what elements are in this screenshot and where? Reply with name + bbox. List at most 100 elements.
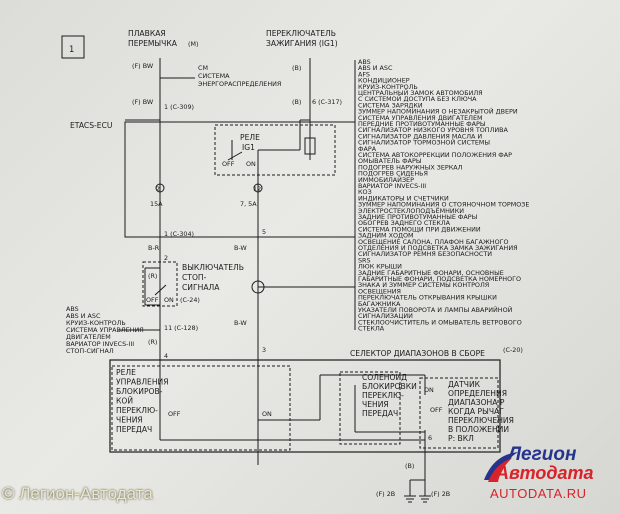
right-list-item: СИГНАЛИЗАТОР РЕМНЯ БЕЗОПАСНОСТИ [358,250,492,258]
connector-c309: 1 (C-309) [164,103,194,111]
wire-code-r2: (R) [148,338,157,346]
relay-block-line: РЕЛЕ [116,368,136,377]
sensor-line: ПЕРЕКЛЮЧЕНИЯ [448,416,514,425]
selector-title: СЕЛЕКТОР ДИАПАЗОНОВ В СБОРЕ [350,349,485,358]
right-list-item: КОЗ [358,188,372,196]
right-list-item: ЗНАКА И ЗУММЕР СИСТЕМЫ КОНТРОЛЯ [358,281,489,289]
right-list-item: ФАРА [358,145,377,153]
right-list-item: СИГНАЛИЗАТОР ТОРМОЗНОЙ СИСТЕМЫ [358,138,490,147]
relay-block-line: ПЕРЕДАЧ [116,425,152,434]
header-right-line1: ПЕРЕКЛЮЧАТЕЛЬ [266,29,336,38]
right-list-item: СИСТЕМА УПРАВЛЕНИЯ ДВИГАТЕЛЕМ [358,114,483,122]
right-list-item: ЦЕНТРАЛЬНЫЙ ЗАМОК АВТОМОБИЛЯ [358,88,483,97]
connector-c317: 6 (C-317) [312,98,342,106]
header-left-marker: (M) [188,40,199,48]
etacs-label: ETACS-ECU [70,121,112,130]
wire-code-b-mid: (B) [292,98,301,106]
right-list-item: ОБОГРЕВ ЗАДНЕГО СТЕКЛА [358,219,451,227]
right-list-item: ОСВЕЩЕНИЕ САЛОНА, ПЛАФОН БАГАЖНОГО [358,238,509,246]
connector-c20: (C-20) [503,346,523,354]
sensor-line: ДАТЧИК [448,380,481,389]
wire-code-bw1: B-W [234,244,247,252]
right-list-item: AFS [358,70,370,78]
right-list-item: ВАРИАТОР INVECS-III [358,182,426,190]
connector-pin5: 5 [262,228,266,236]
connector-pin3: 3 [262,346,266,354]
stop-switch-l1: ВЫКЛЮЧАТЕЛЬ [182,263,244,272]
right-list-item: ГАБАРИТНЫЕ ФОНАРИ, ПОДСВЕТКА НОМЕРНОГО [358,275,521,283]
fuse-2-marker [155,183,165,193]
relay-block-off: OFF [168,410,181,418]
sensor-line: В ПОЛОЖЕНИИ [448,425,509,434]
wire-code-f-bw-mid: (F) BW [132,98,154,106]
connector-c304: 1 (C-304) [164,230,194,238]
connector-pin6: 6 [428,434,432,442]
wire-code-r1: (R) [148,272,157,280]
sensor-on: ON [424,386,434,394]
sensor-line: ОПРЕДЕЛЕНИЯ [448,389,507,398]
right-list-item: ЗАДНИЕ ГАБАРИТНЫЕ ФОНАРИ, ОСНОВНЫЕ [358,269,504,277]
ground-code-1: (F) 2B [376,490,395,498]
solenoid-line: ПЕРЕДАЧ [362,409,398,418]
solenoid-line: ЧЕНИЯ [362,400,389,409]
right-list-item: SRS [358,256,371,264]
relay-coil [304,137,316,155]
sensor-line: ДИАПАЗОНА P [448,398,505,407]
stop-switch-contact [154,284,167,296]
right-list-item: ОМЫВАТЕЛЬ ФАРЫ [358,157,422,165]
header-left-line2: ПЕРЕМЫЧКА [128,39,178,48]
right-list-item: ЛЮК КРЫШИ [358,263,402,271]
right-list-item: ОСВЕЩЕНИЯ [358,287,401,295]
right-list-item: СТЕКЛООЧИСТИТЕЛЬ И ОМЫВАТЕЛЬ ВЕТРОВОГО [358,318,522,326]
sensor-line: КОГДА РЫЧАГ [448,407,504,416]
connector-pin2: 2 [164,254,168,262]
right-list-item: ИММОБИЛАЙЗЕР [358,175,414,184]
right-list-item: КОНДИЦИОНЕР [358,77,410,85]
logo-line1: Легион [508,444,577,465]
right-list-item: ЗУММЕР НАПОМИНАНИЯ О СТОЯНОЧНОМ ТОРМОЗЕ [358,201,529,209]
stop-switch-off: OFF [146,296,159,304]
relay-block-on: ON [262,410,272,418]
relay-block-line: ЧЕНИЯ [116,416,143,425]
right-list-item: ЗАДНИМ ХОДОМ [358,232,414,240]
wire-code-f-bw-top: (F) BW [132,62,154,70]
watermark-left: © Легион-Автодата [2,484,153,503]
wire-code-b-bottom: (B) [405,462,414,470]
right-list-item: СИСТЕМА ЗАРЯДКИ [358,101,423,109]
relay-ig1-l2: IG1 [242,143,255,152]
left-list-item: ВАРИАТОР INVECS-III [66,340,134,348]
fuse-2-number: 2 [156,185,160,193]
fuse-12-number: 12 [253,185,261,193]
left-list-item: КРУИЗ-КОНТРОЛЬ [66,319,126,327]
right-list-item: СТЕКЛА [358,325,385,333]
solenoid-line: СОЛЕНОИД [362,373,407,382]
relay-block-line: БЛОКИРОВ- [116,387,163,396]
autodata-logo: Легион Автодата AUTODATA.RU [484,444,612,501]
right-list-item: СИСТЕМА АВТОКОРРЕКЦИИ ПОЛОЖЕНИЯ ФАР [358,151,512,159]
sensor-line: P: ВКЛ [448,434,474,443]
stop-switch-l2: СТОП- [182,273,207,282]
connector-c128: 11 (C-128) [164,324,198,332]
left-list-item: СИСТЕМА УПРАВЛЕНИЯ [66,326,144,334]
relay-ig1-switch [227,151,243,161]
header-right-line2: ЗАЖИГАНИЯ (IG1) [266,39,338,48]
right-list-item: СИГНАЛИЗАТОР НИЗКОГО УРОВНЯ ТОПЛИВА [358,126,509,134]
junction-circle [251,280,265,294]
right-list-item: БАГАЖНИКА [358,300,401,308]
relay-block-line: ПЕРЕКЛЮ- [116,406,158,415]
fuse-12-rating: 7, 5A [240,200,257,208]
left-list-item: ABS И ASC [66,312,101,320]
stop-switch-box [142,261,178,307]
solenoid-line: ПЕРЕКЛЮ- [362,391,404,400]
right-list-item: СИГНАЛИЗАЦИИ [358,312,413,320]
right-list-item: КРУИЗ-КОНТРОЛЬ [358,83,418,91]
right-list-item: ЗУММЕР НАПОМИНАНИЯ О НЕЗАКРЫТОЙ ДВЕРИ [358,107,518,116]
right-list-item: ЗАДНИЕ ПРОТИВОТУМАННЫЕ ФАРЫ [358,213,478,221]
relay-block-box [111,365,291,451]
power-arrow-l2: СИСТЕМА [198,72,230,80]
